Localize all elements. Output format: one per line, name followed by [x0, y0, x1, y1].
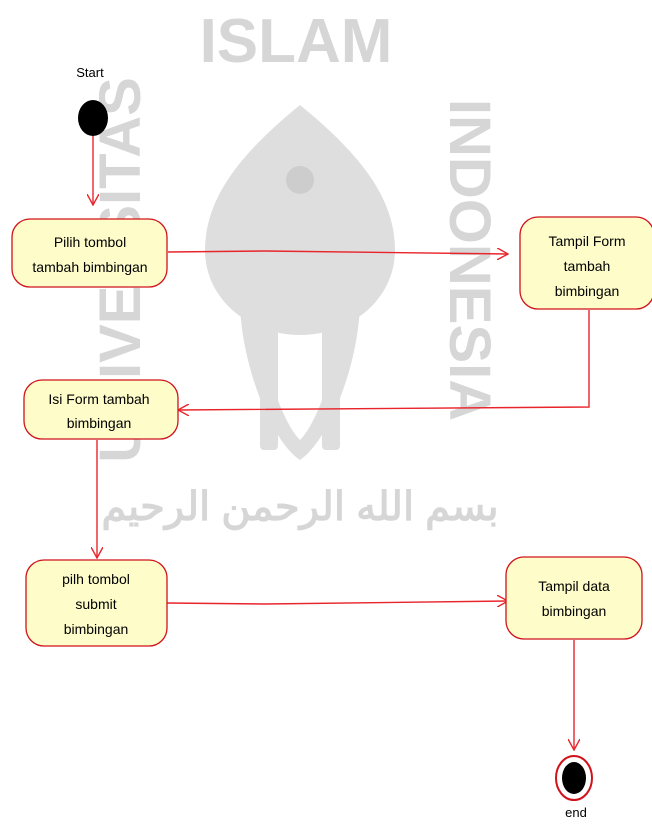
isi-form-line-1: Isi Form tambah	[48, 391, 149, 407]
seal-emblem-icon	[205, 105, 395, 460]
arrow-pilih-to-tampil-form	[167, 251, 508, 254]
activity-tampil-data: Tampil data bimbingan	[505, 556, 643, 640]
end-inner-circle	[562, 762, 586, 794]
activity-tampil-form: Tampil Form tambah bimbingan	[519, 216, 652, 310]
tampil-form-line-2: tambah	[564, 258, 611, 274]
isi-form-line-2: bimbingan	[67, 415, 132, 431]
watermark-bottom-script: بسم الله الرحمن الرحيم	[101, 485, 498, 531]
end-node: end	[555, 755, 593, 820]
watermark-right-text: INDONESIA	[437, 99, 502, 421]
flow-arrows	[93, 135, 590, 750]
pilh-submit-line-1: pilh tombol	[62, 571, 130, 587]
activity-pilh-submit: pilh tombol submit bimbingan	[25, 559, 168, 647]
activity-isi-form: Isi Form tambah bimbingan	[23, 379, 179, 440]
tampil-form-line-3: bimbingan	[555, 283, 620, 299]
start-label: Start	[76, 65, 104, 80]
arrow-submit-to-tampil-data	[166, 601, 508, 604]
start-circle	[78, 100, 108, 136]
tampil-data-line-2: bimbingan	[542, 603, 607, 619]
start-node: Start	[76, 65, 108, 136]
arrow-tampil-form-to-isi	[178, 310, 590, 410]
pilih-tombol-line-1: Pilih tombol	[54, 234, 126, 250]
pilh-submit-line-3: bimbingan	[64, 621, 129, 637]
pilh-submit-line-2: submit	[75, 596, 116, 612]
tampil-form-line-1: Tampil Form	[548, 233, 625, 249]
activity-pilih-tombol: Pilih tombol tambah bimbingan	[11, 218, 168, 288]
watermark-top-text: ISLAM	[200, 7, 393, 76]
end-label: end	[565, 805, 587, 820]
tampil-data-line-1: Tampil data	[538, 578, 610, 594]
pilih-tombol-line-2: tambah bimbingan	[32, 259, 147, 275]
